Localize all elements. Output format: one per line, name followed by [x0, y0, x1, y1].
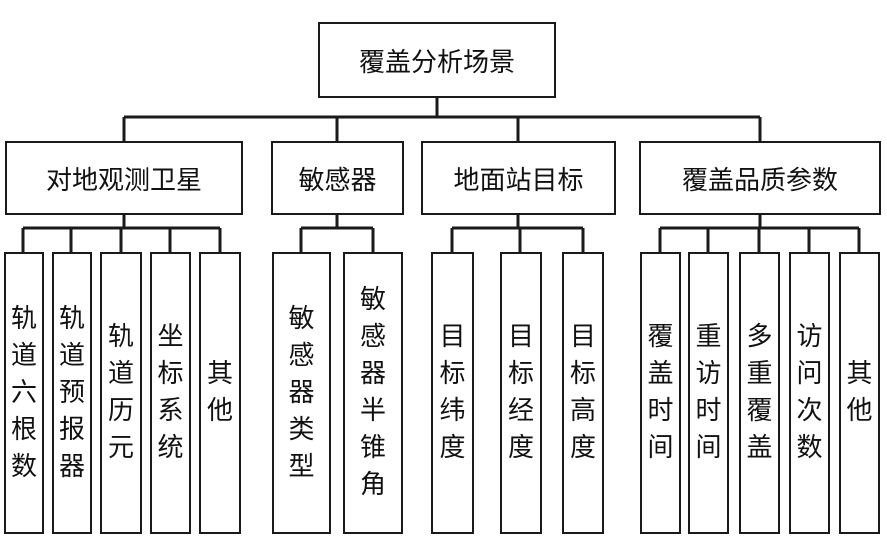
leaf-label: 轨道预报器	[58, 303, 85, 482]
category-node-sensor: 敏感器	[271, 141, 404, 215]
category-label: 地面站目标	[453, 165, 584, 196]
leaf-node-orbit-elements: 轨道六根数	[4, 252, 44, 534]
leaf-label: 其他	[206, 359, 233, 426]
leaf-node-revisit-time: 重访时间	[688, 252, 729, 534]
leaf-node-other-quality: 其他	[839, 252, 880, 534]
leaf-node-multiple-coverage: 多重覆盖	[739, 252, 780, 534]
root-label: 覆盖分析场景	[358, 47, 515, 78]
category-node-satellite: 对地观测卫星	[5, 141, 243, 215]
leaf-label: 其他	[846, 359, 873, 426]
leaf-label: 目标纬度	[439, 322, 466, 463]
leaf-node-orbit-epoch: 轨道历元	[100, 252, 142, 534]
leaf-label: 多重覆盖	[746, 322, 773, 463]
leaf-label: 敏感器类型	[288, 303, 315, 482]
leaf-node-target-longitude: 目标经度	[500, 252, 542, 534]
leaf-node-target-altitude: 目标高度	[562, 252, 604, 534]
root-node: 覆盖分析场景	[318, 22, 556, 98]
leaf-node-access-count: 访问次数	[789, 252, 830, 534]
leaf-node-coordinate-system: 坐标系统	[150, 252, 191, 534]
leaf-label: 覆盖时间	[647, 322, 674, 463]
leaf-node-sensor-half-cone-angle: 敏感器半锥角	[343, 252, 403, 534]
leaf-label: 目标高度	[569, 322, 596, 463]
leaf-label: 轨道六根数	[10, 303, 37, 482]
leaf-label: 轨道历元	[107, 322, 134, 463]
category-label: 覆盖品质参数	[681, 165, 838, 196]
leaf-label: 目标经度	[507, 322, 534, 463]
leaf-label: 访问次数	[796, 322, 823, 463]
leaf-label: 重访时间	[695, 322, 722, 463]
leaf-node-target-latitude: 目标纬度	[431, 252, 474, 534]
leaf-label: 坐标系统	[157, 322, 184, 463]
leaf-node-coverage-time: 覆盖时间	[640, 252, 681, 534]
category-label: 敏感器	[298, 165, 377, 196]
leaf-node-other-satellite: 其他	[199, 252, 241, 534]
leaf-node-orbit-propagator: 轨道预报器	[52, 252, 92, 534]
category-node-ground-target: 地面站目标	[421, 141, 616, 215]
category-label: 对地观测卫星	[45, 165, 202, 196]
category-node-coverage-quality: 覆盖品质参数	[639, 141, 881, 215]
leaf-node-sensor-type: 敏感器类型	[272, 252, 331, 534]
leaf-label: 敏感器半锥角	[359, 285, 386, 500]
